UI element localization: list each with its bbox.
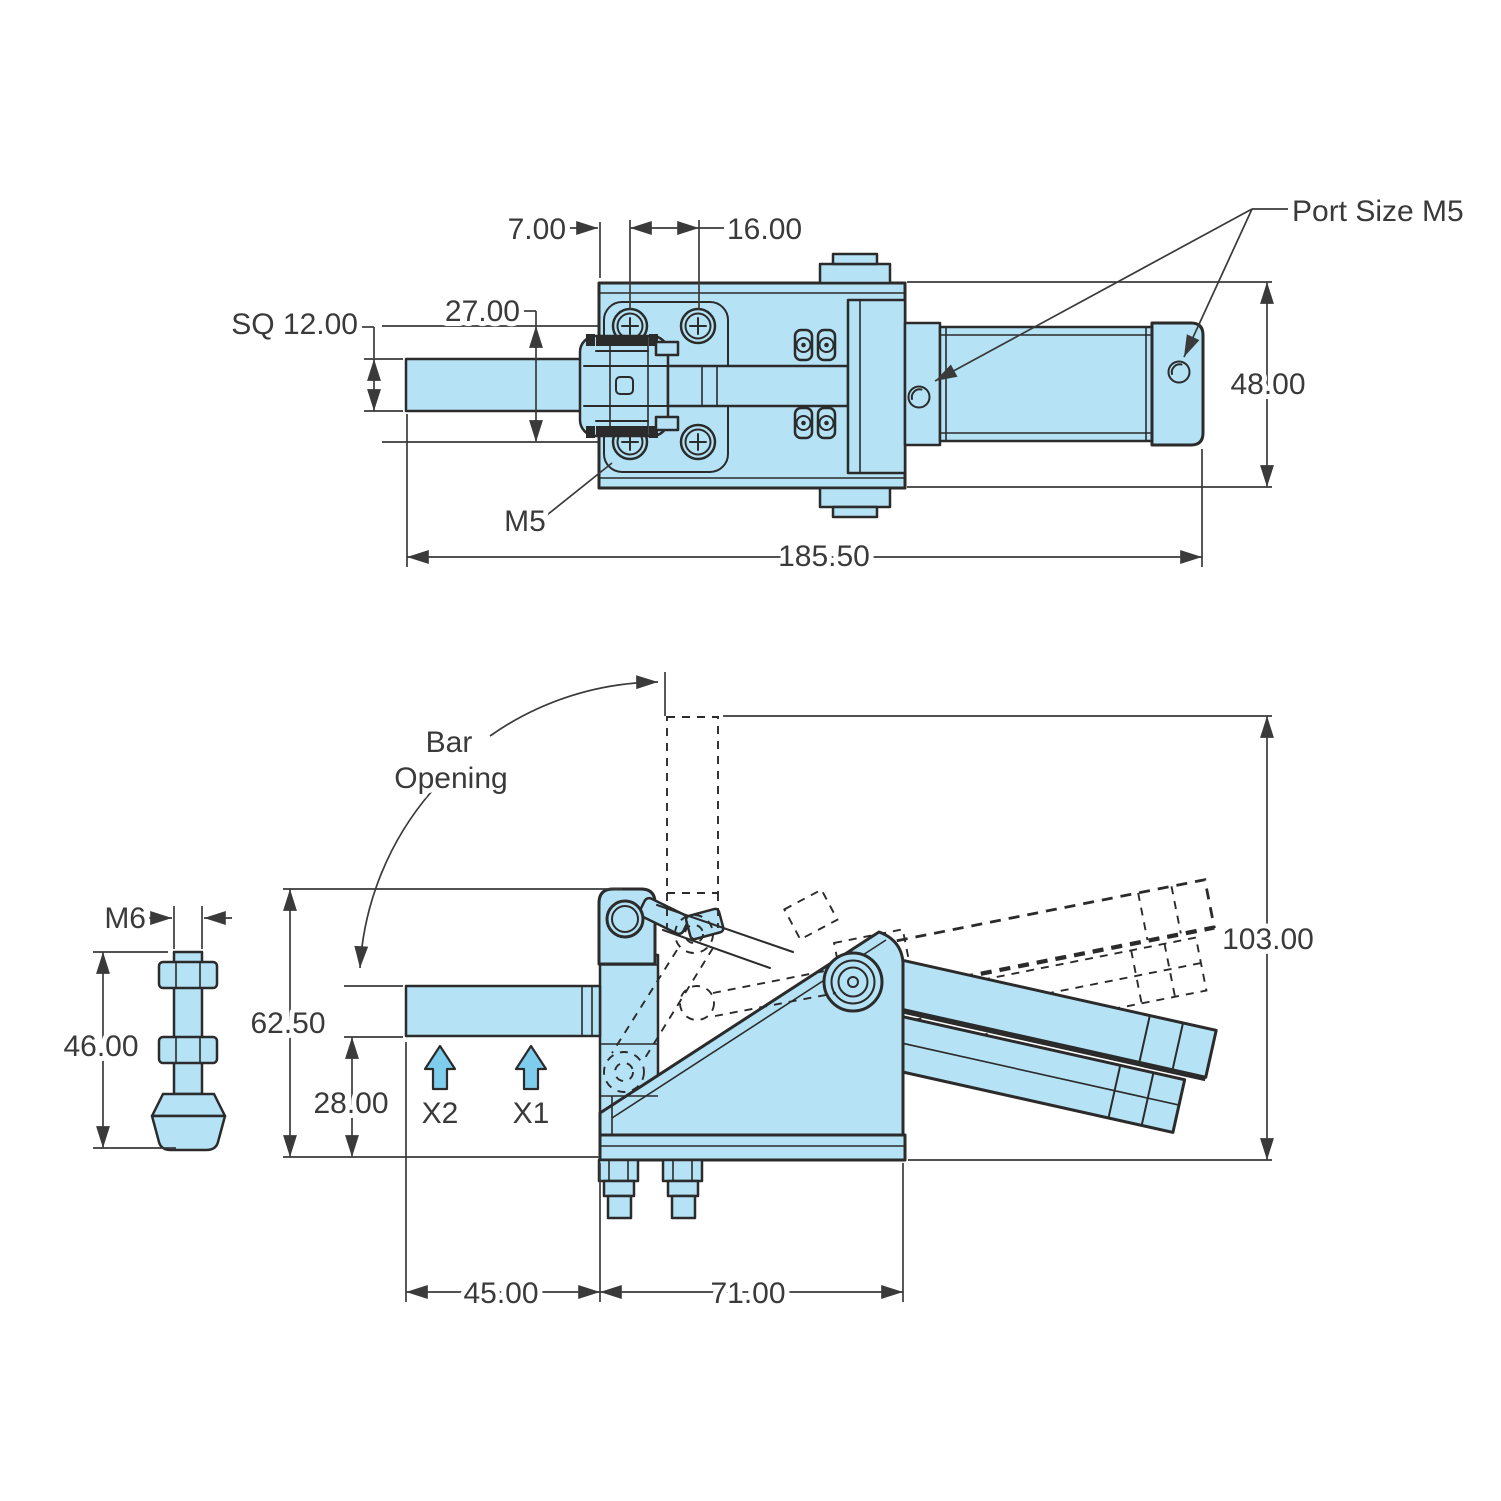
port-size-label: Port Size M5 (1292, 195, 1464, 228)
top-view-dimensions: 7.00 16.00 27.00 SQ 12.00 M5 185.50 (226, 190, 1469, 578)
spindle-shape (150, 950, 227, 1152)
arm-pivot-boss (822, 951, 884, 1013)
bar-opening-label-line2: Opening (394, 762, 507, 795)
mount-thread-label: M5 (504, 505, 546, 538)
dim-bar-height-label: 62.50 (250, 1007, 325, 1040)
clamp-point-x1-label: X1 (513, 1097, 550, 1130)
dim-hole-spacing-label: 16.00 (727, 213, 802, 246)
clamp-bar-top-view (404, 357, 601, 413)
clamp-point-x2-label: X2 (422, 1097, 459, 1130)
dim-bar-length-label: 45.00 (463, 1277, 538, 1310)
dim-edge-to-hole-label: 7.00 (508, 213, 566, 246)
dim-body-length-label: 71.00 (710, 1277, 785, 1310)
bar-holder-top-view (578, 334, 680, 438)
spindle-dimensions: M6 46.00 (58, 897, 232, 1149)
clamp-point-arrows: X2 X1 (417, 1044, 554, 1135)
screw-icon (679, 423, 717, 461)
mounting-bolts (597, 1158, 704, 1220)
air-port-icon (907, 385, 931, 409)
cylinder-top-view (903, 321, 1205, 447)
spindle-pad (150, 1092, 227, 1118)
air-port-icon (1167, 360, 1191, 384)
dim-body-width-label: 48.00 (1230, 368, 1305, 401)
open-position-and-linkage (603, 716, 839, 1093)
screw-icon (611, 307, 649, 345)
dim-overall-height-label: 103.00 (1222, 923, 1314, 956)
top-view: 7.00 16.00 27.00 SQ 12.00 M5 185.50 (226, 190, 1469, 578)
bar-open-position-dashed (666, 716, 719, 894)
dim-bar-square-label: SQ 12.00 (231, 308, 358, 341)
dim-overall-length-label: 185.50 (778, 540, 870, 573)
dim-hole-row-spacing-label: 27.00 (445, 295, 520, 328)
dim-under-bar-height-label: 28.00 (313, 1087, 388, 1120)
screw-icon (679, 307, 717, 345)
spindle-thread-label: M6 (104, 902, 146, 935)
head-lug (597, 887, 794, 969)
up-arrow-icon (514, 1044, 548, 1091)
up-arrow-icon (423, 1044, 457, 1091)
side-view: X2 X1 Bar Opening 62.50 28.00 (245, 672, 1319, 1315)
body-base (598, 1133, 907, 1162)
pivot-pins (793, 328, 837, 440)
clamp-bar-side-view (404, 984, 602, 1038)
piston-rod-top-view (666, 298, 907, 475)
bar-opening-label-line1: Bar (426, 726, 473, 759)
spindle-detail: M6 46.00 (58, 897, 232, 1152)
side-view-dimensions: Bar Opening 62.50 28.00 45.00 71.00 (245, 672, 1319, 1315)
spindle-length-label: 46.00 (63, 1030, 138, 1063)
